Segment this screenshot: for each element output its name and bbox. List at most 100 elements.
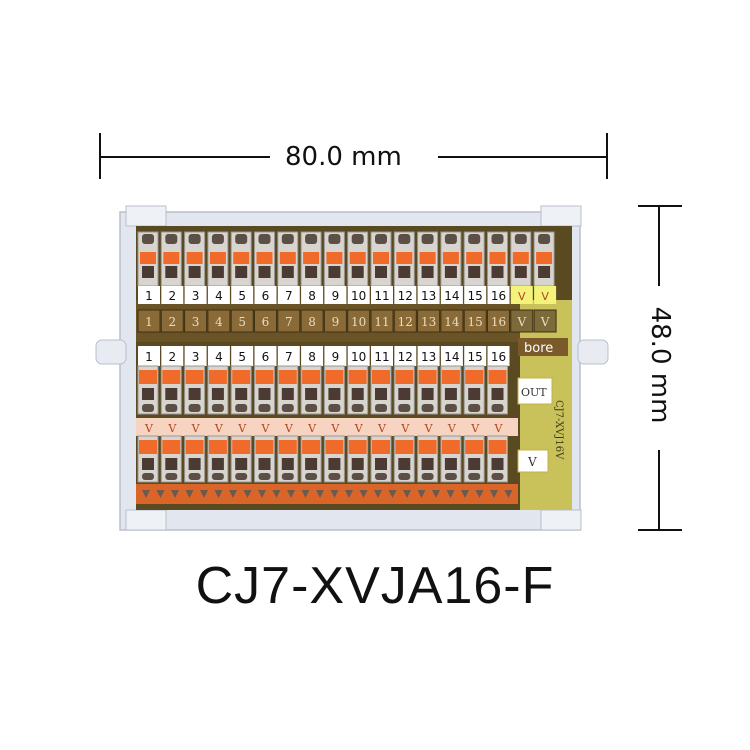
top-terminal-label: 9 xyxy=(332,289,340,303)
pin-marker xyxy=(156,490,165,498)
top-terminal-label: 1 xyxy=(145,289,153,303)
pin-marker xyxy=(258,490,266,498)
v-strip-label: V xyxy=(470,422,480,435)
top-terminal-label: 5 xyxy=(238,289,246,303)
pcb-silk-label: 4 xyxy=(215,315,223,329)
middle-terminal-label: 10 xyxy=(351,350,366,364)
pcb-silk-label: 1 xyxy=(145,315,153,329)
height-dimension-line-bottom xyxy=(658,450,660,530)
pin-marker xyxy=(504,490,513,498)
top-terminal-label: V xyxy=(518,290,526,303)
pin-marker xyxy=(171,490,179,498)
middle-terminal: 8 xyxy=(300,346,324,415)
v-strip-label: V xyxy=(400,422,410,435)
product-model-title: CJ7-XVJA16-F xyxy=(195,557,555,615)
top-terminal-label: 11 xyxy=(374,289,389,303)
top-terminal xyxy=(533,231,555,287)
pcb-silk-label: V xyxy=(516,315,526,329)
pin-marker xyxy=(417,490,426,498)
v-strip-label: V xyxy=(447,422,457,435)
top-terminal xyxy=(207,231,229,287)
top-terminal-label: 3 xyxy=(192,289,200,303)
middle-terminal: 14 xyxy=(440,346,463,415)
brand-text: bore xyxy=(524,341,553,356)
pcb-silk-label: 5 xyxy=(238,315,246,329)
v-strip-label: V xyxy=(214,422,224,435)
top-terminal xyxy=(393,231,415,287)
pin-marker xyxy=(214,490,223,498)
pin-marker xyxy=(388,490,397,498)
top-terminal-label: 8 xyxy=(308,289,316,303)
top-terminal-row xyxy=(137,231,555,287)
bottom-terminal xyxy=(323,435,345,483)
v-strip-label: V xyxy=(424,422,434,435)
middle-terminal-label: 8 xyxy=(308,350,316,364)
top-terminal-label: V xyxy=(541,290,549,303)
bottom-pins xyxy=(136,484,518,504)
middle-terminal-label: 9 xyxy=(332,350,340,364)
bottom-terminal xyxy=(207,435,229,483)
pcb-silk-label: 3 xyxy=(192,315,200,329)
middle-terminal: 2 xyxy=(160,346,184,415)
top-terminal xyxy=(137,231,159,287)
pcb-silk-label: 16 xyxy=(491,315,506,329)
middle-terminal-label: 6 xyxy=(262,350,270,364)
middle-terminal-label: 11 xyxy=(374,350,389,364)
height-dimension-tick-top xyxy=(638,205,682,207)
v-strip-label: V xyxy=(261,422,271,435)
pin-marker xyxy=(490,490,498,498)
top-terminal xyxy=(300,231,322,287)
middle-terminal: 7 xyxy=(277,346,300,415)
middle-terminal: 13 xyxy=(417,346,440,415)
height-dimension-tick-bottom xyxy=(638,529,682,531)
middle-terminal: 11 xyxy=(370,346,393,415)
pcb-silk-label: V xyxy=(540,315,550,329)
top-terminal-label: 6 xyxy=(262,289,270,303)
width-dimension-tick-right xyxy=(606,133,608,179)
middle-terminal-label: 3 xyxy=(192,350,200,364)
bottom-terminal-row xyxy=(137,435,508,483)
bottom-terminal xyxy=(254,435,275,483)
width-dimension-tick-left xyxy=(99,133,101,179)
middle-terminal: 6 xyxy=(254,346,277,415)
v-strip-label: V xyxy=(191,422,201,435)
pcb-silk-label: 7 xyxy=(285,315,293,329)
middle-terminal-label: 15 xyxy=(468,350,483,364)
middle-terminal-label: 2 xyxy=(168,350,176,364)
top-terminal xyxy=(254,231,275,287)
top-terminal xyxy=(160,231,182,287)
pin-marker xyxy=(461,490,469,498)
pin-marker xyxy=(432,490,440,498)
bottom-terminal xyxy=(300,435,322,483)
width-dimension-label: 80.0 mm xyxy=(277,142,410,172)
v-strip-label: V xyxy=(167,422,177,435)
middle-terminal: 9 xyxy=(323,346,347,415)
pin-marker xyxy=(287,490,295,498)
pin-marker xyxy=(301,490,310,498)
height-dimension-line-top xyxy=(658,206,660,286)
middle-terminal: 10 xyxy=(347,346,370,415)
top-terminal-label: 13 xyxy=(421,289,436,303)
middle-terminal: 4 xyxy=(207,346,230,415)
pcb-silk-label: 2 xyxy=(168,315,176,329)
pcb-silk-label: 11 xyxy=(374,315,389,329)
bottom-terminal xyxy=(393,435,415,483)
middle-terminal-label: 13 xyxy=(421,350,436,364)
bottom-terminal xyxy=(417,435,439,483)
side-v-label: V xyxy=(527,455,537,469)
v-strip-label: V xyxy=(494,422,504,435)
pcb-silk-label: 8 xyxy=(308,315,316,329)
bottom-terminal xyxy=(184,435,206,483)
v-strip-label: V xyxy=(307,422,317,435)
bottom-terminal xyxy=(137,435,159,483)
top-terminal xyxy=(463,231,485,287)
v-strip-label: V xyxy=(237,422,247,435)
bottom-terminal xyxy=(277,435,299,483)
pin-marker xyxy=(330,490,339,498)
top-terminal xyxy=(347,231,369,287)
pcb-silk-label: 15 xyxy=(468,315,483,329)
middle-terminal-label: 16 xyxy=(491,350,506,364)
